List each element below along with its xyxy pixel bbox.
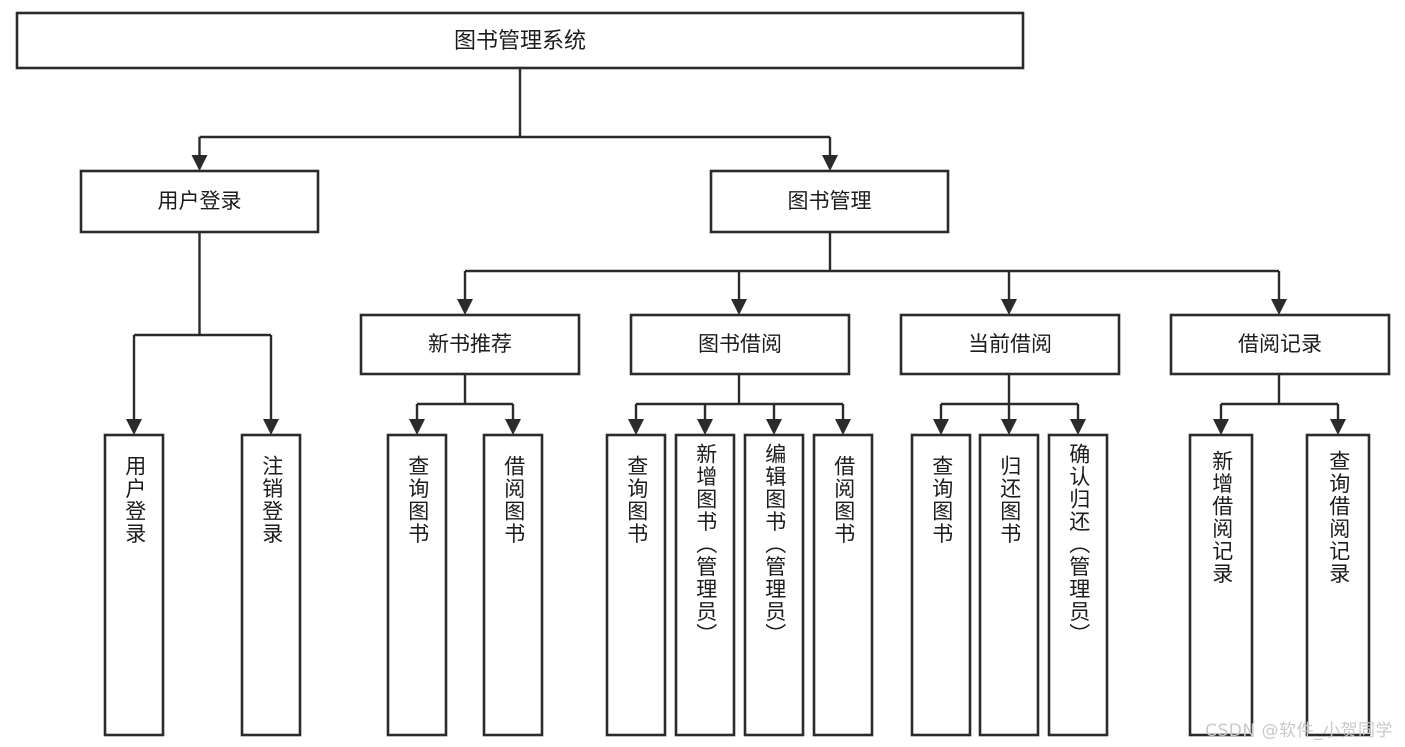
csdn-watermark: CSDN @软件_小贺同学: [1205, 721, 1393, 741]
arrowhead-borrow: [731, 299, 747, 315]
node-book-borrow[interactable]: 图书借阅: [629, 313, 851, 376]
arrowhead-leaf5: [628, 419, 644, 435]
node-root[interactable]: 图书管理系统: [15, 11, 1025, 70]
leaf-box-layer: [103, 433, 1371, 737]
leaf-box-confirm-return[interactable]: [1047, 433, 1109, 737]
arrowhead-leaf13: [1330, 419, 1346, 435]
arrowhead-leaf7: [766, 419, 782, 435]
arrowhead-leaf2: [263, 419, 279, 435]
arrowhead-leaf11: [1070, 419, 1086, 435]
leaf-box-add-book-admin[interactable]: [674, 433, 736, 737]
node-current-borrow[interactable]: 当前借阅: [899, 313, 1121, 376]
node-user-login-box[interactable]: [79, 169, 320, 234]
leaf-box-query-book-3[interactable]: [910, 433, 972, 737]
leaf-box-query-book-2[interactable]: [605, 433, 667, 737]
node-user-login-label: 用户登录: [158, 189, 242, 213]
leaf-box-query-book-1[interactable]: [386, 433, 448, 737]
node-new-book-recommend[interactable]: 新书推荐: [359, 313, 581, 376]
leaf-box-logout[interactable]: [240, 433, 302, 737]
arrowhead-leaf3: [409, 419, 425, 435]
node-book-management[interactable]: 图书管理: [709, 169, 950, 234]
arrowhead-leaf4: [505, 419, 521, 435]
node-new-book-recommend-box[interactable]: [359, 313, 581, 376]
node-user-login[interactable]: 用户登录: [79, 169, 320, 234]
node-book-borrow-label: 图书借阅: [698, 332, 782, 356]
leaf-box-add-record[interactable]: [1188, 433, 1254, 737]
node-borrow-record-box[interactable]: [1169, 313, 1391, 376]
node-root-box[interactable]: [15, 11, 1025, 70]
connector-layer: [126, 68, 1346, 435]
arrowhead-record: [1271, 299, 1287, 315]
arrowhead-leaf6: [697, 419, 713, 435]
arrowhead-leaf10: [1001, 419, 1017, 435]
leaf-box-edit-book-admin[interactable]: [743, 433, 805, 737]
leaf-box-user-login[interactable]: [103, 433, 165, 737]
arrowhead-user-login: [191, 155, 208, 171]
node-borrow-record-label: 借阅记录: [1238, 332, 1322, 356]
leaf-box-query-record[interactable]: [1305, 433, 1371, 737]
leaf-box-borrow-book-2[interactable]: [812, 433, 874, 737]
node-current-borrow-label: 当前借阅: [968, 332, 1052, 356]
leaf-box-return-book[interactable]: [978, 433, 1040, 737]
arrowhead-newbook: [457, 299, 473, 315]
node-current-borrow-box[interactable]: [899, 313, 1121, 376]
arrowhead-current: [1001, 299, 1017, 315]
node-new-book-recommend-label: 新书推荐: [428, 332, 512, 356]
node-book-management-box[interactable]: [709, 169, 950, 234]
node-root-label: 图书管理系统: [454, 29, 586, 54]
arrowhead-leaf8: [835, 419, 851, 435]
node-borrow-record[interactable]: 借阅记录: [1169, 313, 1391, 376]
arrowhead-leaf9: [933, 419, 949, 435]
arrowhead-book-mgmt: [822, 155, 838, 171]
arrowhead-leaf1: [126, 419, 142, 435]
leaf-box-borrow-book-1[interactable]: [482, 433, 544, 737]
node-book-management-label: 图书管理: [788, 189, 872, 213]
arrowhead-leaf12: [1213, 419, 1229, 435]
node-book-borrow-box[interactable]: [629, 313, 851, 376]
